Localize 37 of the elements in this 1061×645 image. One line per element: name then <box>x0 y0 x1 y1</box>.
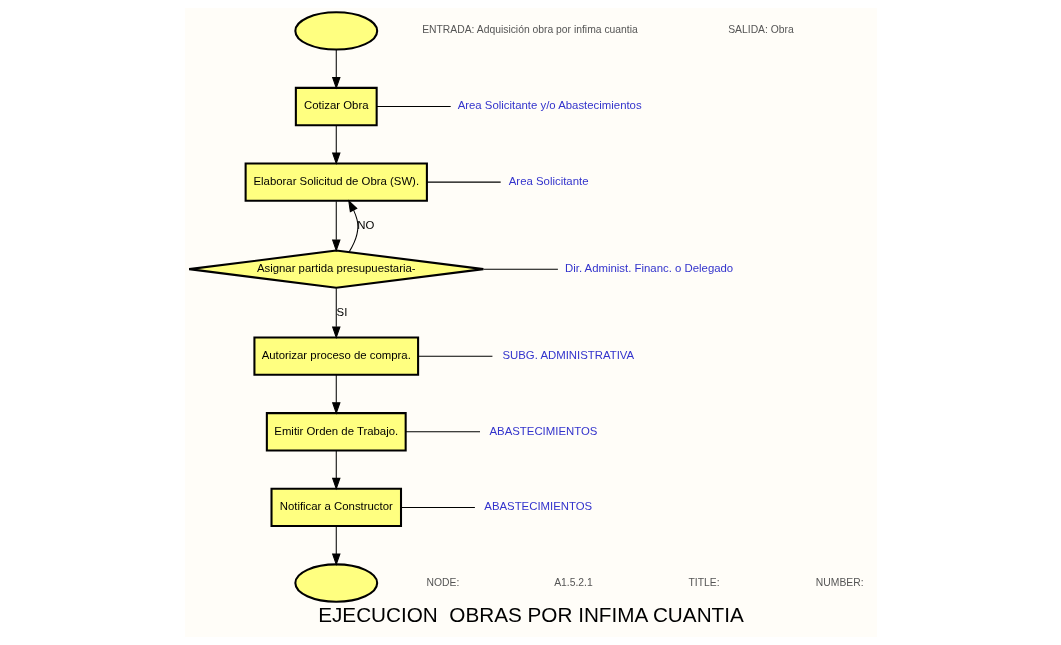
connector <box>426 181 501 183</box>
label: A1.5.2.1 <box>553 576 593 588</box>
arrow <box>331 450 341 491</box>
node-box: Elaborar Solicitud de Obra (SW). <box>244 162 428 202</box>
arrow <box>331 287 341 339</box>
arrow <box>331 525 341 566</box>
node-box: Notificar a Constructor <box>270 487 402 528</box>
node-text: ABASTECIMIENTOS <box>489 424 597 437</box>
arrow <box>331 49 341 90</box>
label: NODE: <box>426 576 459 588</box>
connector <box>375 106 451 108</box>
node-box: Autorizar proceso de compra. <box>252 336 419 376</box>
connector <box>404 431 481 433</box>
node-text: ABASTECIMIENTOS <box>483 500 592 513</box>
arrow <box>331 124 341 166</box>
connector <box>482 268 558 270</box>
arrow <box>331 374 341 415</box>
diagram-title: EJECUCION OBRAS POR INFIMA CUANTIA <box>317 603 744 627</box>
label: TITLE: <box>687 576 720 588</box>
node-text: Area Solicitante y/o Abastecimientos <box>457 99 642 112</box>
arrow <box>347 199 358 253</box>
node-text: Dir. Administ. Financ. o Delegado <box>564 262 733 275</box>
connector <box>417 355 493 357</box>
label: NUMBER: <box>815 576 864 588</box>
node-ellipse <box>293 11 378 51</box>
node-ellipse <box>293 563 378 603</box>
connector <box>400 506 475 508</box>
node-diamond: Asignar partida presupuestaria- <box>187 249 484 289</box>
node-box: Emitir Orden de Trabajo. <box>265 412 407 452</box>
node-text: Area Solicitante <box>508 175 588 188</box>
label: ENTRADA: Adquisición obra por infima cuantia <box>421 24 638 36</box>
label: SALIDA: Obra <box>727 24 794 36</box>
edge-label: SI <box>336 305 347 318</box>
edge-label: NO <box>356 218 374 231</box>
node-box: Cotizar Obra <box>294 86 378 127</box>
node-text: SUBG. ADMINISTRATIVA <box>501 349 634 362</box>
arrow <box>331 200 341 252</box>
